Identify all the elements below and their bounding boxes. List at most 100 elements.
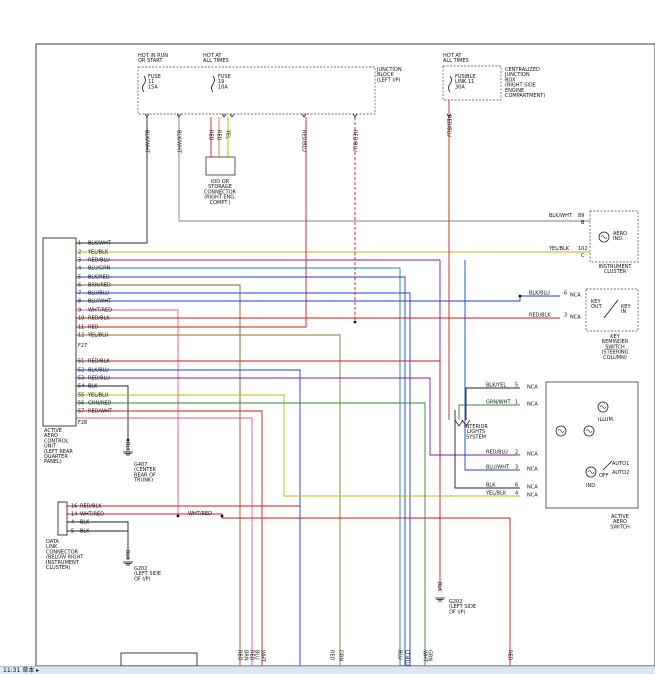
bottom-wire-label: BLU	[254, 650, 260, 660]
f27-wire-label: RED/BLK	[88, 316, 110, 322]
centralized-box-outline	[442, 65, 502, 101]
fuse-11-label-line: 15A	[148, 84, 158, 90]
dlc-label-line: CLUSTER)	[46, 565, 71, 571]
aero-switch-nca-label: NCA	[527, 485, 538, 491]
aero-switch-nca-label: NCA	[527, 385, 538, 391]
illum-label: ILLUM.	[598, 417, 615, 423]
dlc-wire-label: BLK	[80, 529, 90, 535]
splice-dot-dlc-1	[176, 514, 180, 518]
dlc-wire-label: BLK	[80, 520, 90, 526]
dlc-pin-number: 16	[71, 504, 77, 510]
key-in-label-line: KEY	[621, 304, 631, 310]
f27-pin-number: 12	[78, 333, 84, 339]
key-switch-outline	[585, 288, 639, 332]
dlc-label-line: DATA	[46, 539, 59, 545]
wire-f28-extra-red	[76, 417, 253, 666]
f28-pin-number: 56	[78, 401, 84, 407]
bottom-wire-label: RED	[329, 650, 335, 661]
dlc-wire-label: RED/BLK	[80, 504, 102, 510]
aero-switch-wire-label: BLU/WHT	[486, 465, 510, 471]
illum-lamp-icon-filament	[599, 405, 607, 409]
wire-f27-12-yel-blu	[76, 334, 341, 666]
iod-connector-label-line: STORAGE	[208, 184, 232, 190]
fuse-19-label-line: 19	[218, 79, 224, 85]
wire-blk-wht-cluster	[178, 117, 590, 222]
f27-pin-number: 3	[78, 258, 81, 264]
connector-pin-icon	[176, 113, 182, 118]
aero-switch-wire-label: BLK	[486, 483, 496, 489]
wire-f28-55-yel-blu	[76, 394, 520, 497]
interior-lights-label-line: LIGHTS	[467, 429, 485, 435]
wire-blk-yel-interior	[465, 387, 520, 420]
g407-label-line: G407	[134, 462, 147, 468]
connector-pin-icon	[229, 113, 235, 118]
key-switch-contact-icon	[603, 299, 619, 319]
cluster-wire-label: YEL/BLK	[548, 246, 570, 252]
f27-wire-label: BLK/RED	[88, 275, 110, 281]
f27-wire-label: BLU/WHT	[88, 299, 112, 305]
f28-wire-label: BLK	[88, 384, 98, 390]
instrument-cluster-label-line: CLUSTER	[604, 269, 627, 275]
interior-lights-label-line: INTERIOR	[464, 424, 488, 430]
auto1-label: AUTO1	[612, 461, 629, 467]
fuse-19-label-line: FUSE	[218, 74, 231, 80]
wire-f28-51-red-blk	[76, 360, 441, 590]
f28-pin-number: 55	[78, 393, 84, 399]
hot-at-all-times-label-line: ALL TIMES	[203, 58, 229, 64]
g202-right-label-line: (LEFT SIDE	[449, 604, 476, 610]
g407-label-line: (CENTER	[134, 467, 157, 473]
aero-switch-label-line: ACTIVE	[611, 514, 629, 520]
wire-f28-54-blk	[76, 385, 129, 450]
key-switch-pin-number: 6	[564, 291, 567, 297]
f27-wire-label: YEL/BLU	[87, 333, 109, 339]
g202-right-label-line: OF I/P)	[449, 609, 466, 615]
centralized-box-label-line: COMPARTMENT)	[505, 93, 545, 99]
f28-pin-number: 52	[78, 368, 84, 374]
g202-left-label-line: (LEFT SIDE	[134, 571, 161, 577]
splice-dot-key	[518, 294, 522, 298]
component-layer	[42, 65, 639, 667]
cluster-wire-label: BLK/WHT	[549, 213, 573, 219]
junction-block-label-line: JUNCTION	[376, 67, 402, 73]
dlc-label-line: LINK	[46, 544, 58, 550]
cluster-letter: B	[581, 220, 585, 226]
control-unit-label-line: PANEL)	[44, 459, 62, 465]
bottom-wire-label: WHT	[422, 650, 428, 663]
f28-pin-number: 53	[78, 376, 84, 382]
top-wire-label: RED/BLU	[301, 130, 307, 152]
g202-left-label-line: G202	[134, 566, 147, 572]
f27-pin-number: 8	[78, 299, 81, 305]
dlc-pin-number: 4	[71, 520, 74, 526]
aero-indicator-lamp-icon-filament	[600, 235, 608, 239]
cluster-pin-number: 102	[578, 246, 588, 252]
f28-wire-label: RED/BLK	[88, 359, 110, 365]
auto2-label: AUTO2	[612, 470, 629, 476]
junction-block-outline	[137, 66, 376, 115]
key-switch-nca-label: NCA	[570, 293, 581, 299]
f27-pin-number: 2	[78, 250, 81, 256]
iod-connector-box	[205, 156, 236, 176]
f28-pin-number: 57	[78, 409, 84, 415]
wire-f27-8-blu-wht	[76, 295, 560, 302]
key-switch-wire-label: BLK/BLU	[529, 291, 550, 297]
fusible-link-label-line: LINK 11	[455, 79, 474, 85]
g407-label-line: TRUNK)	[133, 478, 153, 484]
bottom-wire-label: RED	[249, 650, 255, 661]
g407-wire-label: BLK	[124, 442, 130, 452]
aero-switch-pin-number: 3	[515, 465, 518, 471]
top-wire-label: YEL	[225, 129, 231, 139]
cluster-pin-number: 89	[578, 213, 584, 219]
key-switch-pin-number: 3	[564, 313, 567, 319]
wire-layer	[67, 100, 590, 666]
g202-left-label-line: OF I/P)	[134, 576, 151, 582]
key-switch-nca-label: NCA	[570, 315, 581, 321]
key-switch-wire-label: RED/BLK	[529, 313, 551, 319]
taskbar[interactable]: 11:31 草本 ▸	[0, 666, 655, 674]
aero-switch-label-line: SWITCH	[610, 524, 630, 530]
iod-connector-label-line: COMPT.)	[210, 200, 231, 206]
g202-left-ground-icon	[123, 561, 133, 566]
aero-switch-body	[545, 381, 639, 509]
wire-f27-1-blk-wht	[76, 117, 148, 244]
